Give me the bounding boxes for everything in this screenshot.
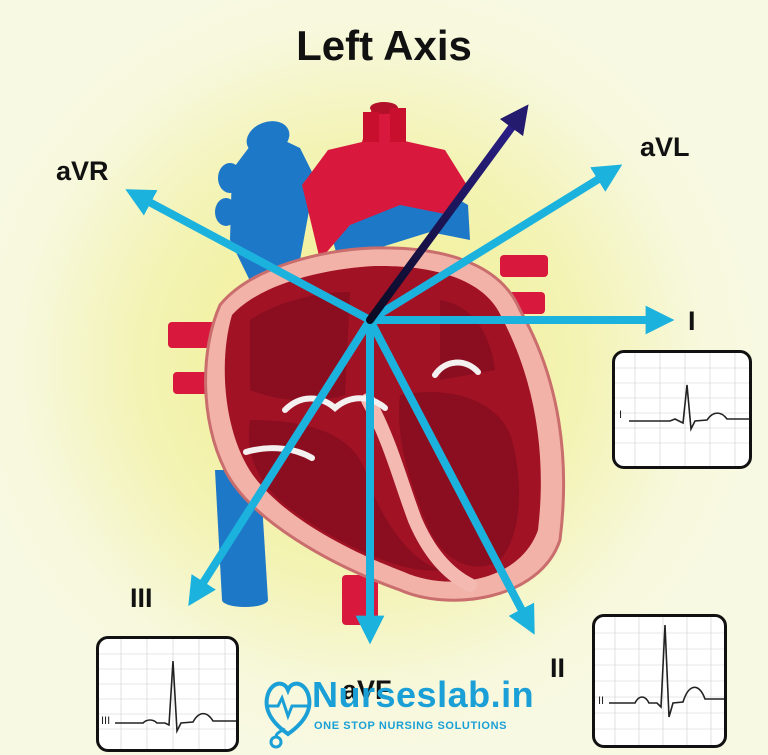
- lead-label-avr: aVR: [56, 156, 109, 186]
- lead-avl-vector: [366, 164, 623, 324]
- lead-iii-vector: [188, 316, 374, 607]
- lead-label-ii: II: [550, 653, 566, 683]
- logo-name: Nurseslab.in: [312, 674, 535, 715]
- ecg-strip-label-ii: II: [598, 695, 605, 707]
- ecg-strip-lead-ii: II: [592, 614, 727, 748]
- nurseslab-logo[interactable]: Nurseslab.in ONE STOP NURSING SOLUTIONS: [262, 668, 534, 752]
- lead-label-avl: aVL: [640, 132, 690, 162]
- ecg-trace-iii: [115, 660, 236, 735]
- left-axis-vector: [366, 104, 529, 324]
- ecg-trace-ii: [609, 624, 724, 718]
- lead-avr-vector: [125, 189, 374, 324]
- ecg-strip-label-iii: III: [101, 715, 111, 727]
- lead-label-iii: III: [130, 583, 153, 613]
- logo-tagline: ONE STOP NURSING SOLUTIONS: [314, 720, 508, 732]
- page-title: Left Axis: [296, 22, 472, 69]
- ecg-strip-label-i: I: [619, 409, 623, 421]
- ecg-strip-lead-i: I: [612, 350, 752, 469]
- ecg-grid-ii: [595, 617, 724, 745]
- lead-label-i: I: [688, 306, 696, 336]
- left-ventricle: [248, 420, 440, 571]
- heart-stethoscope-icon: [264, 681, 312, 749]
- lead-label-avf: aVF: [342, 675, 392, 705]
- lead-ii-vector: [366, 316, 535, 635]
- ecg-strip-lead-iii: III: [96, 636, 239, 752]
- left-atrium: [250, 292, 350, 401]
- ecg-grid-i: [615, 353, 749, 466]
- ecg-grid-iii: [99, 639, 236, 749]
- aorta: [302, 102, 470, 260]
- ecg-trace-i: [629, 384, 749, 432]
- septum: [361, 393, 477, 592]
